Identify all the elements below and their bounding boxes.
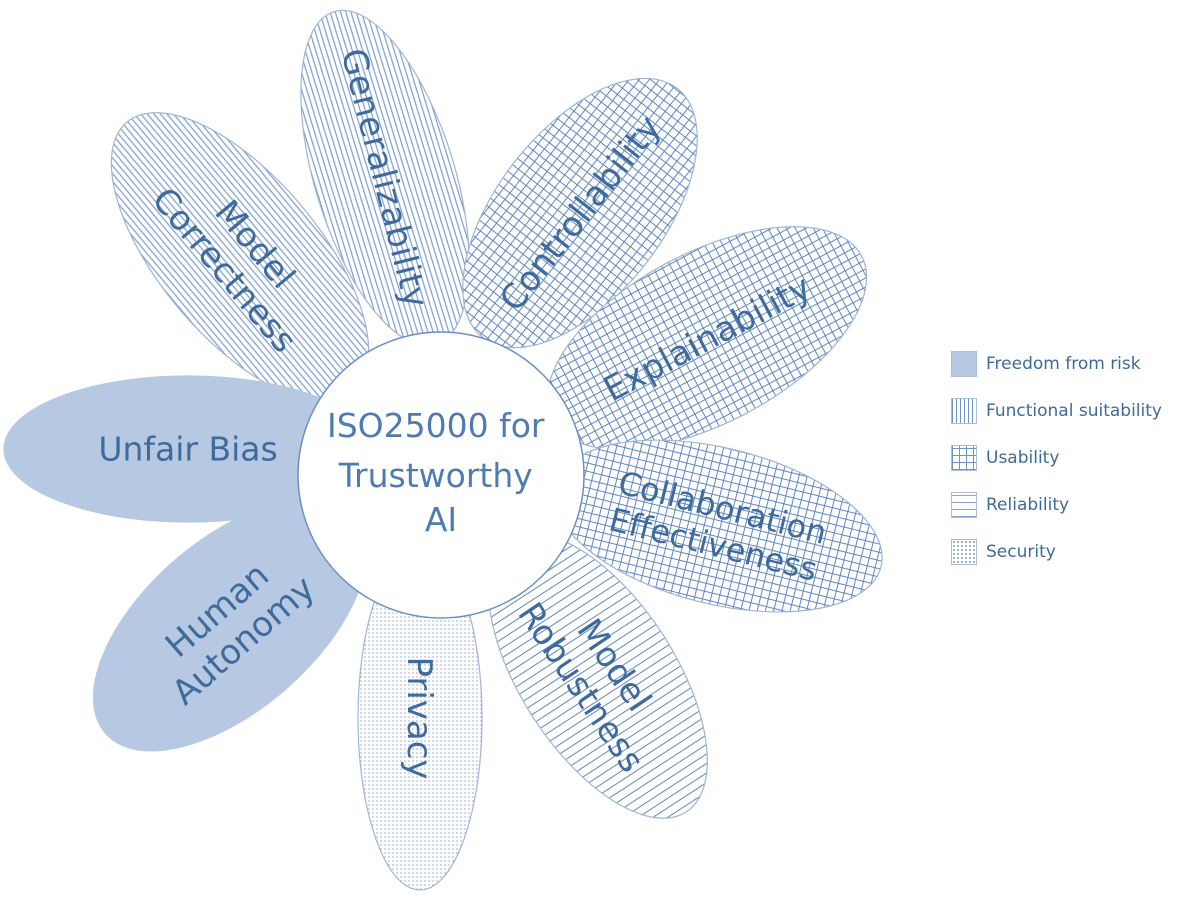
legend: Freedom from risk Functional suitability… [951,340,1162,575]
legend-label: Security [986,541,1056,562]
center-label: ISO25000 for Trustworthy AI [327,406,555,539]
legend-item-reliability: Reliability [951,481,1162,528]
petal-generalizability: Generalizability [300,9,470,347]
petal-privacy: Privacy [357,545,483,891]
legend-swatch-dots [951,538,977,565]
center-circle [297,331,585,619]
legend-label: Reliability [986,494,1070,515]
legend-swatch-solid [951,350,977,377]
legend-swatch-grid [951,444,977,471]
petal-label: Privacy [399,656,439,779]
petal-label: Unfair Bias [98,430,277,469]
petal-human-autonomy: HumanAutonomy [92,498,368,752]
petal-unfair-bias: Unfair Bias [3,375,373,523]
legend-item-functional: Functional suitability [951,387,1162,434]
petal-collaboration-effectiveness: CollaborationEffectiveness [553,439,883,613]
legend-label: Usability [986,447,1060,468]
legend-item-security: Security [951,528,1162,575]
petal-model-correctness: ModelCorrectness [110,112,370,402]
legend-label: Functional suitability [986,400,1162,421]
legend-swatch-vertical-lines [951,397,977,424]
legend-item-usability: Usability [951,434,1162,481]
legend-item-freedom: Freedom from risk [951,340,1162,387]
legend-swatch-horizontal-lines [951,491,977,518]
legend-label: Freedom from risk [986,353,1141,374]
petal-explainability: Explainability [546,226,868,450]
